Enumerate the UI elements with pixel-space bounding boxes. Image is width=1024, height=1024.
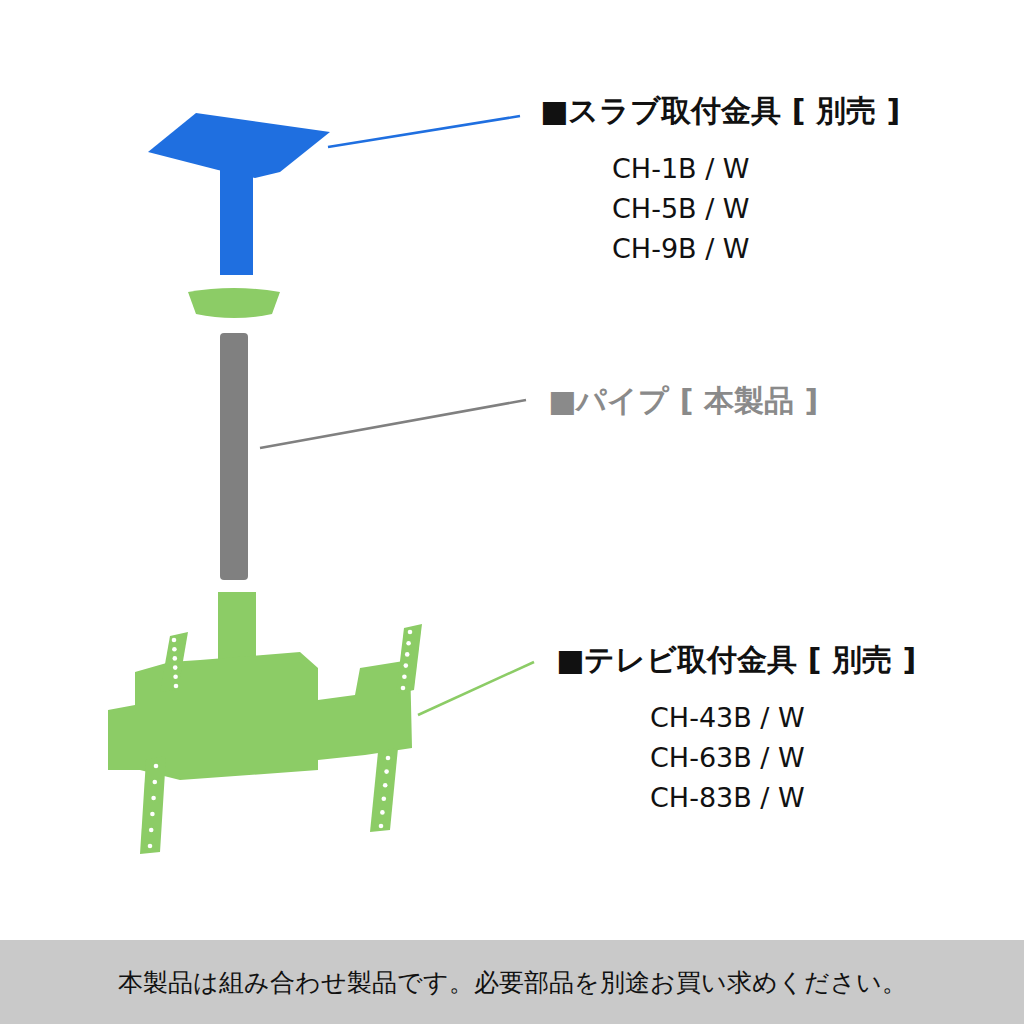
pipe bbox=[220, 333, 248, 580]
model-number: CH-9B / W bbox=[612, 233, 750, 265]
ring bbox=[188, 288, 280, 318]
notice-text: 本製品は組み合わせ製品です。必要部品を別途お買い求めください。 bbox=[118, 966, 907, 999]
notice-band: 本製品は組み合わせ製品です。必要部品を別途お買い求めください。 bbox=[0, 940, 1024, 1024]
leader-line bbox=[418, 662, 534, 715]
part-heading: ■スラブ取付金具 [ 別売 ] bbox=[540, 93, 900, 129]
slab-stem bbox=[220, 165, 253, 275]
tv-mount bbox=[108, 592, 422, 854]
model-number: CH-43B / W bbox=[650, 702, 805, 734]
model-number: CH-5B / W bbox=[612, 193, 750, 225]
model-number: CH-1B / W bbox=[612, 153, 750, 185]
part-heading: ■パイプ [ 本製品 ] bbox=[548, 383, 818, 419]
part-heading: ■テレビ取付金具 [ 別売 ] bbox=[556, 642, 916, 678]
leader-line bbox=[328, 116, 520, 147]
model-number: CH-83B / W bbox=[650, 782, 805, 814]
bracket-holes bbox=[148, 630, 413, 849]
model-number: CH-63B / W bbox=[650, 742, 805, 774]
leader-line bbox=[260, 400, 526, 448]
